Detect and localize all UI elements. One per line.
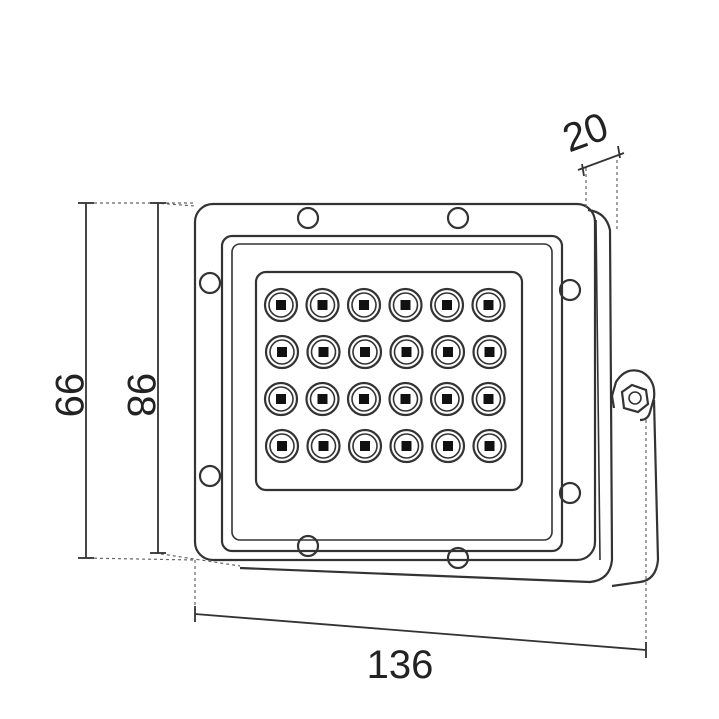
led [305,287,340,323]
dim-height-outer: 99 [47,202,196,561]
led [263,287,299,323]
inner-frame [220,234,564,553]
led [430,334,466,370]
dim-height-inner-label: 98 [119,373,163,418]
dim-depth-label: 20 [557,105,614,162]
screw-right-top [558,278,582,302]
led [305,381,340,417]
led [430,428,466,464]
screw-top-left [296,206,320,230]
screw-left-top [198,271,222,295]
bracket-nut [620,383,650,414]
led [429,381,465,417]
led [306,428,341,464]
outer-frame [193,202,597,562]
dim-height-outer-label: 99 [47,373,91,418]
led [388,381,423,417]
led [263,381,299,417]
dim-width-label: 136 [367,643,434,687]
screw-left-bottom [198,464,222,488]
led [429,287,465,323]
bracket-bolt [628,391,642,405]
led [471,381,506,417]
housing-depth [239,208,614,584]
screw-top-right [446,206,470,230]
led [346,381,382,417]
screw-right-bottom [558,481,582,505]
inner-frame-lip [231,243,553,541]
dim-height-inner: 98 [119,202,241,567]
led [471,287,506,323]
mounting-bracket [610,369,660,588]
screws [198,206,582,570]
screw-bottom-left [296,534,320,558]
led [389,428,424,464]
led [347,334,383,370]
led [347,428,383,464]
led [389,334,424,370]
led [346,287,382,323]
led-panel [254,270,524,492]
dim-width: 136 [194,420,647,687]
led [264,428,300,464]
led [264,334,300,370]
led [472,428,507,464]
led-grid [263,287,507,464]
screw-bottom-right [446,546,470,570]
led [472,334,507,370]
led [388,287,423,323]
led [306,334,341,370]
